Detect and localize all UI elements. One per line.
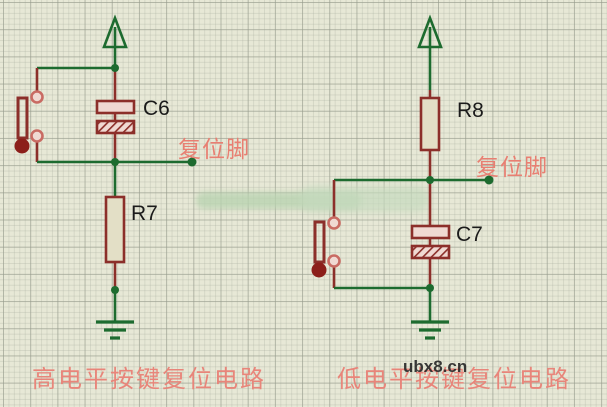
junction-gnd-right: [426, 284, 434, 292]
capacitor-c6[interactable]: [95, 99, 136, 135]
net-label-reset-right: 复位脚: [476, 154, 548, 180]
refdes-r8: R8: [457, 99, 484, 122]
junction-reset-right: [426, 176, 434, 184]
refdes-r7: R7: [131, 202, 158, 225]
net-label-reset-left: 复位脚: [178, 136, 250, 162]
net-port-reset-right[interactable]: [484, 175, 494, 185]
caption-low-level-reset: 低电平按键复位电路: [337, 366, 571, 393]
circuit-low-level-reset: [311, 14, 494, 340]
junction-vcc-left: [111, 64, 119, 72]
junction-gnd-left: [111, 286, 119, 294]
junction-reset-left: [111, 158, 119, 166]
caption-high-level-reset: 高电平按键复位电路: [32, 366, 266, 393]
capacitor-c7[interactable]: [410, 224, 451, 260]
power-vcc-symbol-left: [102, 14, 128, 68]
pushbutton-switch-right[interactable]: [311, 216, 341, 278]
net-port-reset-left[interactable]: [187, 157, 197, 167]
power-vcc-symbol-right: [417, 14, 443, 90]
ground-symbol-left: [96, 320, 134, 340]
resistor-r8[interactable]: [419, 96, 441, 152]
refdes-c6: C6: [143, 97, 170, 120]
ground-symbol-right: [411, 320, 449, 340]
circuit-high-level-reset: [14, 14, 197, 340]
site-watermark: ubx8.cn: [403, 357, 468, 376]
pushbutton-switch-left[interactable]: [14, 90, 44, 154]
resistor-r7[interactable]: [104, 195, 126, 264]
redaction-band-right: [300, 186, 430, 212]
refdes-c7: C7: [456, 223, 483, 246]
